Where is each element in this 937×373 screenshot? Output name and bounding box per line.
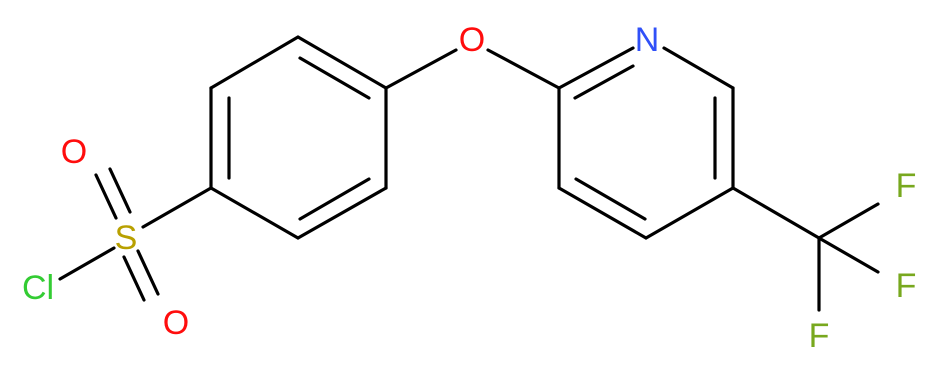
bond-oxygen-pyridine	[486, 48, 561, 90]
fluorine-label-1: F	[896, 167, 917, 205]
fluorine-label-3: F	[809, 317, 830, 355]
bond-pyridine-4	[644, 186, 735, 240]
bond-sulfur-oxygen-top-a	[94, 173, 118, 220]
bond-pyridine-5	[557, 186, 648, 240]
bond-benzene-4	[209, 186, 300, 240]
bond-benzene-inner-2	[298, 177, 371, 221]
bond-sulfur-oxygen-bottom-a	[122, 255, 146, 302]
sulfonyl-oxygen-bottom-label: O	[163, 304, 189, 342]
bond-ring-sulfur	[141, 186, 213, 229]
bonds	[58, 35, 880, 312]
bond-sulfur-oxygen-bottom-b	[136, 249, 160, 296]
bond-pyridine-1	[557, 46, 635, 90]
fluorine-label-2: F	[896, 267, 917, 305]
bond-pyridine-inner-1	[573, 64, 635, 100]
bond-cf3-f1	[817, 202, 880, 240]
bond-sulfur-chlorine	[58, 246, 116, 281]
bond-benzene-inner-1	[298, 56, 371, 100]
sulfur-label: S	[115, 219, 138, 257]
bond-ring-oxygen	[384, 48, 458, 90]
bond-benzene-1	[296, 35, 388, 90]
sulfonyl-oxygen-top-label: O	[61, 133, 87, 171]
atom-labels: O N F F F S Cl O O	[22, 21, 916, 355]
chlorine-label: Cl	[22, 269, 54, 307]
bond-cf3-f2	[817, 236, 880, 274]
ether-oxygen-label: O	[459, 21, 485, 59]
bond-benzene-6	[209, 35, 300, 90]
bond-benzene-3	[296, 186, 388, 240]
pyridine-nitrogen-label: N	[635, 21, 660, 59]
bond-pyridine-inner-3	[574, 177, 647, 221]
bond-sulfur-oxygen-top-b	[108, 167, 132, 214]
bond-pyridine-2	[662, 46, 735, 90]
bond-ring-cf3	[731, 186, 821, 240]
